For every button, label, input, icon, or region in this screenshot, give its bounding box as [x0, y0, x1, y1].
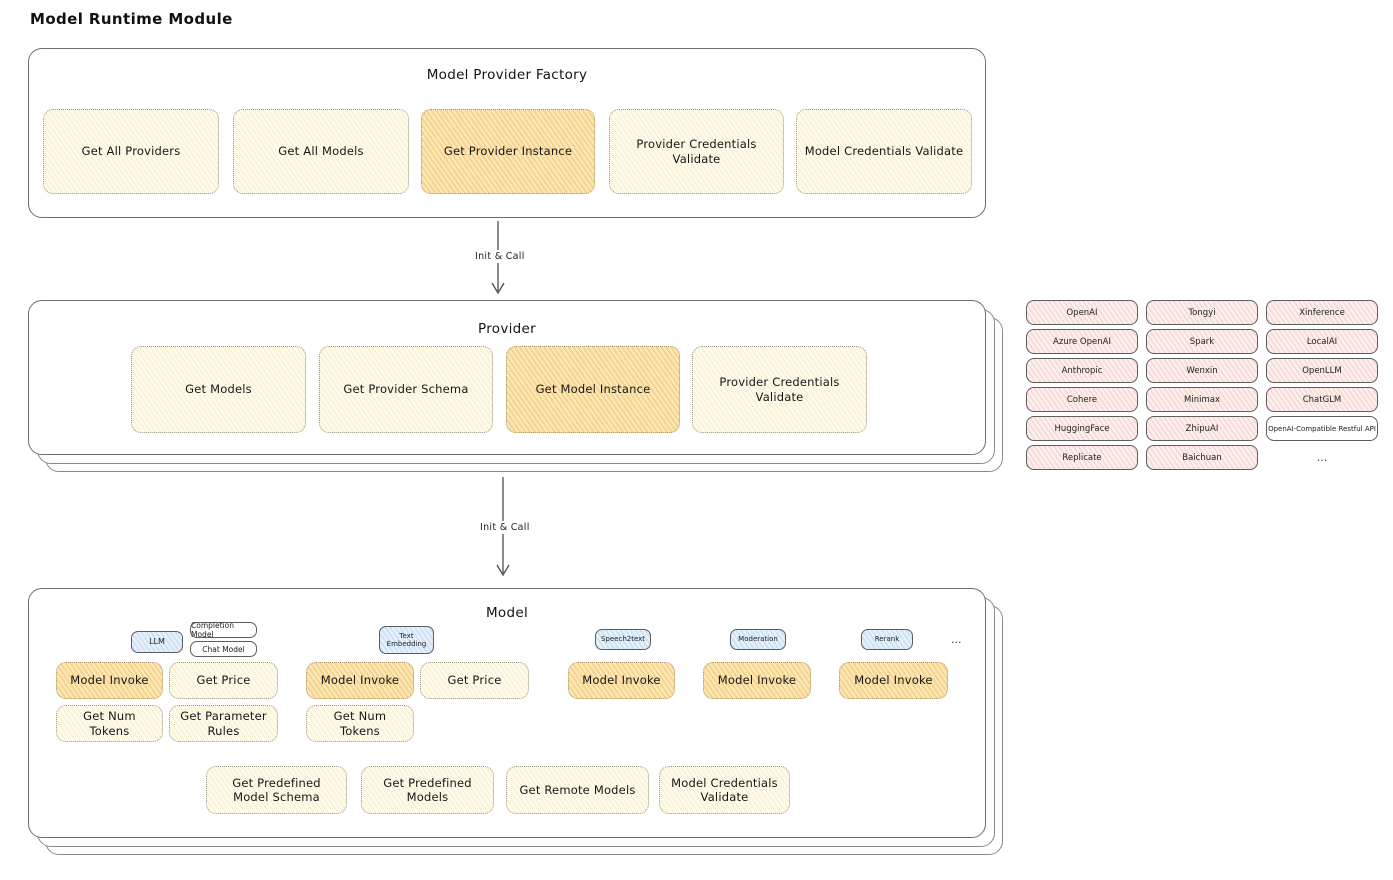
provider-chip-openai: OpenAI [1026, 300, 1138, 325]
node-get-predefined-models: Get Predefined Models [361, 766, 494, 814]
node-get-predefined-model-schema: Get Predefined Model Schema [206, 766, 347, 814]
tab-rerank: Rerank [861, 629, 913, 650]
node-model-credentials-validate: Model Credentials Validate [659, 766, 790, 814]
provider-list-ellipsis: ... [1316, 451, 1328, 464]
node-get-parameter-rules: Get Parameter Rules [169, 705, 278, 742]
factory-title: Model Provider Factory [426, 67, 588, 83]
node-get-all-providers: Get All Providers [43, 109, 219, 194]
provider-list-grid: OpenAI Tongyi Xinference Azure OpenAI Sp… [1026, 300, 1378, 470]
provider-chip-replicate: Replicate [1026, 445, 1138, 470]
provider-chip-openai-compatible-api: OpenAI-Compatible Restful API [1266, 416, 1378, 441]
node-get-all-models: Get All Models [233, 109, 409, 194]
arrow-label-init-call-2: Init & Call [477, 521, 533, 534]
provider-chip-xinference: Xinference [1266, 300, 1378, 325]
factory-card: Model Provider Factory Get All Providers… [28, 48, 986, 218]
node-model-credentials-validate-factory: Model Credentials Validate [796, 109, 972, 194]
node-model-invoke-rerank: Model Invoke [839, 662, 948, 699]
tab-completion-model: Completion Model [190, 621, 257, 639]
node-model-invoke-embedding: Model Invoke [306, 662, 414, 699]
node-provider-credentials-validate-factory: Provider Credentials Validate [609, 109, 784, 194]
provider-chip-openllm: OpenLLM [1266, 358, 1378, 383]
provider-chip-wenxin: Wenxin [1146, 358, 1258, 383]
node-model-invoke-speech2text: Model Invoke [568, 662, 675, 699]
node-provider-credentials-validate: Provider Credentials Validate [692, 346, 867, 433]
provider-chip-azure-openai: Azure OpenAI [1026, 329, 1138, 354]
provider-chip-localai: LocalAI [1266, 329, 1378, 354]
provider-chip-tongyi: Tongyi [1146, 300, 1258, 325]
model-title: Model [485, 605, 529, 621]
node-model-invoke-moderation: Model Invoke [703, 662, 811, 699]
node-get-num-tokens-embedding: Get Num Tokens [306, 705, 414, 742]
node-get-models: Get Models [131, 346, 306, 433]
node-get-provider-schema: Get Provider Schema [319, 346, 493, 433]
tab-speech2text: Speech2text [595, 629, 651, 650]
provider-chip-spark: Spark [1146, 329, 1258, 354]
provider-chip-baichuan: Baichuan [1146, 445, 1258, 470]
tab-moderation: Moderation [730, 629, 786, 650]
node-get-price-embedding: Get Price [420, 662, 529, 699]
node-get-remote-models: Get Remote Models [506, 766, 649, 814]
node-model-invoke-llm: Model Invoke [56, 662, 163, 699]
provider-chip-minimax: Minimax [1146, 387, 1258, 412]
node-get-model-instance: Get Model Instance [506, 346, 680, 433]
tab-llm: LLM [131, 631, 183, 653]
arrow-label-init-call-1: Init & Call [472, 250, 528, 263]
model-card: Model LLM Completion Model Chat Model Te… [28, 588, 986, 838]
provider-chip-huggingface: HuggingFace [1026, 416, 1138, 441]
provider-chip-cohere: Cohere [1026, 387, 1138, 412]
page-title: Model Runtime Module [30, 10, 233, 28]
tab-chat-model: Chat Model [190, 641, 257, 657]
node-get-num-tokens-llm: Get Num Tokens [56, 705, 163, 742]
provider-card: Provider Get Models Get Provider Schema … [28, 300, 986, 455]
provider-title: Provider [478, 321, 536, 337]
node-get-price-llm: Get Price [169, 662, 278, 699]
node-get-provider-instance: Get Provider Instance [421, 109, 595, 194]
provider-chip-anthropic: Anthropic [1026, 358, 1138, 383]
tab-text-embedding: Text Embedding [379, 626, 434, 654]
provider-chip-zhipuai: ZhipuAI [1146, 416, 1258, 441]
tabs-ellipsis: ... [951, 633, 962, 646]
provider-chip-chatglm: ChatGLM [1266, 387, 1378, 412]
